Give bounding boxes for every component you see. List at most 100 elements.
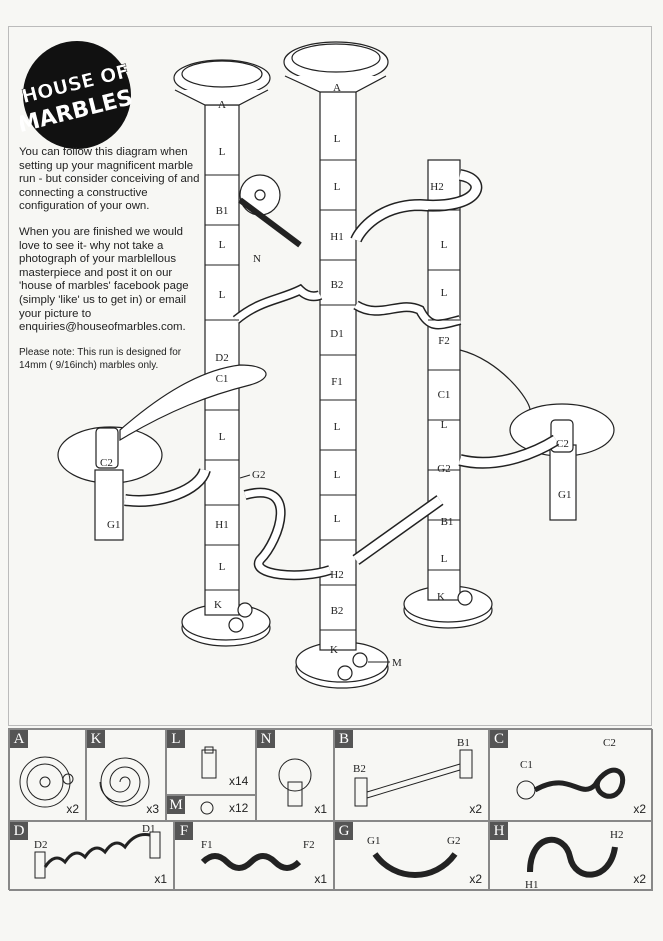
part-sublabel: G1 xyxy=(367,835,380,847)
right-tower-label: C1 xyxy=(438,389,451,401)
middle-tower-label: A xyxy=(333,82,341,94)
part-f: F F1 F2 x1 xyxy=(174,821,334,891)
part-letter: A xyxy=(10,730,28,748)
part-sublabel: D1 xyxy=(142,823,155,835)
right-tower xyxy=(427,159,461,601)
marble xyxy=(337,665,353,681)
part-a: A x2 xyxy=(9,729,86,821)
middle-tower-label: K xyxy=(330,644,338,656)
part-qty: x2 xyxy=(66,802,79,816)
left-tower-label: L xyxy=(219,561,226,573)
part-letter: C xyxy=(490,730,508,748)
diagram-frame xyxy=(8,26,652,726)
part-l: L x14 xyxy=(166,729,256,795)
right-tower-label: H2 xyxy=(430,181,443,193)
part-letter: B xyxy=(335,730,353,748)
left-tower-label: L xyxy=(219,146,226,158)
marble xyxy=(457,590,473,606)
part-c: C C1 C2 x2 xyxy=(489,729,653,821)
right-tower-label: L xyxy=(441,287,448,299)
part-sublabel: B1 xyxy=(457,737,470,749)
part-m: M x12 xyxy=(166,795,256,821)
part-sublabel: C1 xyxy=(520,759,533,771)
marble xyxy=(228,617,244,633)
side-label: N xyxy=(253,253,261,265)
right-platform-post xyxy=(549,444,577,521)
part-letter: M xyxy=(167,796,185,814)
part-qty: x1 xyxy=(154,872,167,886)
part-g: G G1 G2 x2 xyxy=(334,821,489,891)
part-letter: F xyxy=(175,822,193,840)
right-tower-label: B1 xyxy=(441,516,454,528)
side-label: C2 xyxy=(556,438,569,450)
part-sublabel: G2 xyxy=(447,835,460,847)
marble xyxy=(237,602,253,618)
marble-size-note: Please note: This run is designed for 14… xyxy=(19,347,182,371)
left-tower-label: A xyxy=(218,99,226,111)
left-tower-label: L xyxy=(219,431,226,443)
right-tower-label: G2 xyxy=(437,463,450,475)
part-d: D D1 D2 x1 xyxy=(9,821,174,891)
right-tower-label: L xyxy=(441,419,448,431)
middle-tower-label: L xyxy=(334,421,341,433)
part-letter: L xyxy=(167,730,185,748)
part-sublabel: F2 xyxy=(303,839,315,851)
marble xyxy=(352,652,368,668)
part-qty: x12 xyxy=(229,801,249,815)
middle-tower xyxy=(319,89,357,651)
middle-tower-label: B2 xyxy=(331,605,344,617)
part-letter: H xyxy=(490,822,508,840)
middle-tower-label: H2 xyxy=(330,569,343,581)
right-tower-label: L xyxy=(441,239,448,251)
part-letter: N xyxy=(257,730,275,748)
middle-tower-label: H1 xyxy=(330,231,343,243)
part-letter: D xyxy=(10,822,28,840)
side-label: M xyxy=(392,657,402,669)
part-qty: x2 xyxy=(469,872,482,886)
middle-tower-label: F1 xyxy=(331,376,343,388)
middle-tower-label: L xyxy=(334,469,341,481)
right-tower-label: L xyxy=(441,553,448,565)
part-sublabel: D2 xyxy=(34,839,47,851)
left-tower-label: C1 xyxy=(216,373,229,385)
intro-paragraph-1: You can follow this diagram when setting… xyxy=(19,146,200,213)
house-of-marbles-logo: HOUSE OF MARBLES xyxy=(20,41,134,149)
part-n: N x1 xyxy=(256,729,334,821)
side-label: G2 xyxy=(252,469,265,481)
part-sublabel: C2 xyxy=(603,737,616,749)
part-qty: x2 xyxy=(469,802,482,816)
part-letter: G xyxy=(335,822,353,840)
left-tower-label: H1 xyxy=(215,519,228,531)
intro-text: You can follow this diagram when setting… xyxy=(19,146,204,347)
left-tower-label: D2 xyxy=(215,352,228,364)
middle-tower-label: L xyxy=(334,133,341,145)
intro-paragraph-2: When you are finished we would love to s… xyxy=(19,225,189,334)
side-label: G1 xyxy=(558,489,571,501)
part-h: H H1 H2 x2 xyxy=(489,821,653,891)
middle-tower-label: B2 xyxy=(331,279,344,291)
right-tower-label: K xyxy=(437,591,445,603)
parts-legend: A x2 K x3 L x14 M x12 N x1 B B1 B2 x2 C … xyxy=(8,728,653,891)
part-qty: x3 xyxy=(146,802,159,816)
part-qty: x14 xyxy=(229,774,249,788)
part-sublabel: B2 xyxy=(353,763,366,775)
part-b: B B1 B2 x2 xyxy=(334,729,489,821)
part-qty: x1 xyxy=(314,872,327,886)
part-sublabel: F1 xyxy=(201,839,213,851)
middle-tower-label: D1 xyxy=(330,328,343,340)
left-tower-label: K xyxy=(214,599,222,611)
side-label: G1 xyxy=(107,519,120,531)
middle-tower-label: L xyxy=(334,513,341,525)
left-platform-post xyxy=(94,469,124,541)
right-tower-label: F2 xyxy=(438,335,450,347)
part-sublabel: H2 xyxy=(610,829,623,841)
part-qty: x2 xyxy=(633,802,646,816)
middle-tower-label: L xyxy=(334,181,341,193)
part-qty: x1 xyxy=(314,802,327,816)
left-tower-label: L xyxy=(219,289,226,301)
left-tower-label: L xyxy=(219,239,226,251)
side-label: C2 xyxy=(100,457,113,469)
part-qty: x2 xyxy=(633,872,646,886)
part-k: K x3 xyxy=(86,729,166,821)
